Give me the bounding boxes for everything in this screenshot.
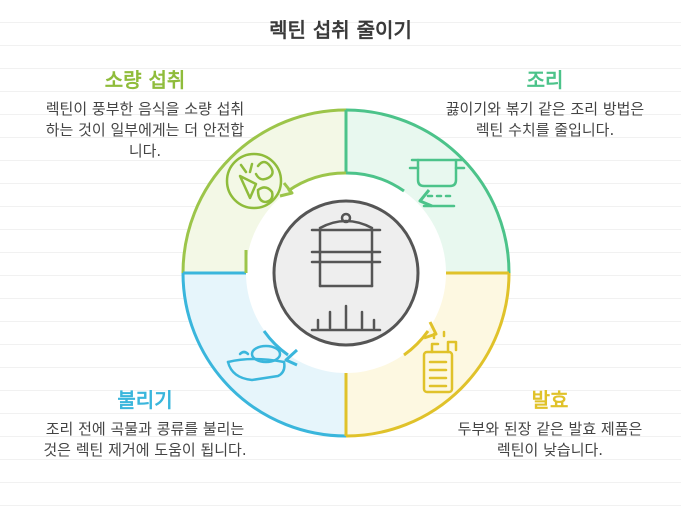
fermentation-jar-icon: [422, 330, 458, 394]
section-heading-fermentation: 발효: [531, 388, 569, 412]
vegetables-icon: [225, 152, 283, 210]
ring-bottom-right: [345, 272, 511, 438]
section-top-left: 소량 섭취 렉틴이 풍부한 음식을 소량 섭취하는 것이 일부에게는 더 안전합…: [40, 64, 250, 162]
steamer-pot-icon: [310, 212, 382, 332]
ring-top-left: [181, 108, 347, 274]
section-top-right: 조리 끓이기와 볶기 같은 조리 방법은 렉틴 수치를 줄입니다.: [440, 64, 650, 141]
soaking-bowl-icon: [226, 344, 286, 382]
ring-top-right: [345, 108, 511, 274]
section-text-fermentation: 두부와 된장 같은 발효 제품은 렉틴이 낮습니다.: [457, 420, 643, 459]
ring-bottom-left: [181, 272, 347, 438]
section-text-cooking: 끓이기와 볶기 같은 조리 방법은 렉틴 수치를 줄입니다.: [445, 100, 645, 139]
section-bottom-right: 발효 두부와 된장 같은 발효 제품은 렉틴이 낮습니다.: [450, 384, 650, 461]
cooking-pot-icon: [408, 158, 466, 208]
section-heading-small-intake: 소량 섭취: [104, 68, 186, 92]
diagram-title: 렉틴 섭취 줄이기: [269, 18, 412, 42]
center-circle: [272, 199, 420, 347]
section-heading-soaking: 불리기: [117, 388, 173, 412]
section-text-soaking: 조리 전에 곡물과 콩류를 불리는 것은 렉틴 제거에 도움이 됩니다.: [43, 420, 247, 459]
section-text-small-intake: 렉틴이 풍부한 음식을 소량 섭취하는 것이 일부에게는 더 안전합니다.: [45, 100, 245, 160]
section-bottom-left: 불리기 조리 전에 곡물과 콩류를 불리는 것은 렉틴 제거에 도움이 됩니다.: [40, 384, 250, 461]
section-heading-cooking: 조리: [526, 68, 564, 92]
